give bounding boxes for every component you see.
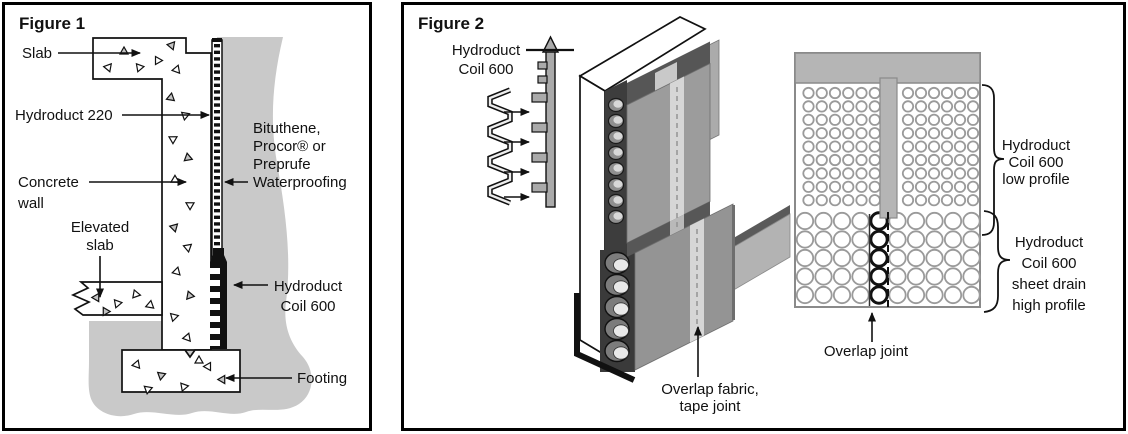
figure1-panel: Figure 1 Slab Hydroduct 220 Concrete wal…: [2, 2, 372, 431]
label-overlap-fabric-2: tape joint: [680, 398, 742, 415]
label-overlap-fabric-1: Overlap fabric,: [661, 381, 759, 398]
high-profile-dimples: [795, 211, 981, 305]
low-profile-brace: [981, 84, 1005, 236]
label-coil600-1: Hydroduct: [452, 42, 521, 59]
label-low-profile-1: Hydroduct: [1002, 137, 1071, 154]
label-low-profile-2: Coil 600: [1008, 154, 1063, 171]
label-hydroduct-220: Hydroduct 220: [15, 107, 113, 124]
label-low-profile-3: low profile: [1002, 171, 1070, 188]
elevated-slab-shape: [70, 281, 163, 316]
aggregate-marks: [90, 40, 226, 395]
label-high-profile-3: sheet drain: [1012, 276, 1086, 293]
label-high-profile-2: Coil 600: [1021, 255, 1076, 272]
isometric-wall-drawing: [574, 16, 791, 383]
label-elevated-slab-2: slab: [86, 237, 114, 254]
label-coil600-1: Hydroduct: [274, 278, 343, 295]
label-high-profile-4: high profile: [1012, 297, 1085, 314]
label-waterproofing-2: Procor® or: [253, 138, 326, 155]
coil-profile-outline: [487, 87, 513, 206]
label-concrete-wall-2: wall: [17, 195, 44, 212]
sheet-plan-view: [794, 52, 981, 308]
label-slab: Slab: [22, 45, 52, 62]
label-coil600-2: Coil 600: [280, 298, 335, 315]
hydroduct-coil-600-strip: [210, 248, 227, 349]
label-waterproofing-1: Bituthene,: [253, 120, 321, 137]
label-high-profile-1: Hydroduct: [1015, 234, 1084, 251]
callout-arrows: [58, 49, 292, 382]
dimple-cylinders-small: [607, 97, 625, 225]
low-profile-dimples: [802, 86, 980, 207]
label-coil600-2: Coil 600: [458, 61, 513, 78]
figure2-diagram: Figure 2 Hydroduct Coil 600 Hydroduct Co…: [418, 14, 1086, 415]
label-waterproofing-4: Waterproofing: [253, 174, 347, 191]
hydroduct-220-strip: [211, 38, 223, 258]
soil-backfill-shape: [88, 37, 312, 417]
label-elevated-slab-1: Elevated: [71, 219, 129, 236]
footing-shape: [121, 349, 241, 393]
label-footing: Footing: [297, 370, 347, 387]
figure1-title: Figure 1: [19, 14, 85, 33]
figure2-title: Figure 2: [418, 14, 484, 33]
high-profile-brace: [983, 210, 1011, 313]
figure2-panel: Figure 2 Hydroduct Coil 600 Hydroduct Co…: [401, 2, 1126, 431]
coil-profile-gray: [526, 35, 574, 208]
figure1-diagram: Figure 1 Slab Hydroduct 220 Concrete wal…: [15, 14, 347, 417]
flow-arrows: [504, 108, 530, 201]
label-concrete-wall-1: Concrete: [18, 174, 79, 191]
label-waterproofing-3: Preprufe: [253, 156, 311, 173]
low-profile-overlap-strip: [879, 77, 898, 219]
dimple-cylinders-large: [604, 251, 630, 363]
label-overlap-joint: Overlap joint: [824, 343, 909, 360]
